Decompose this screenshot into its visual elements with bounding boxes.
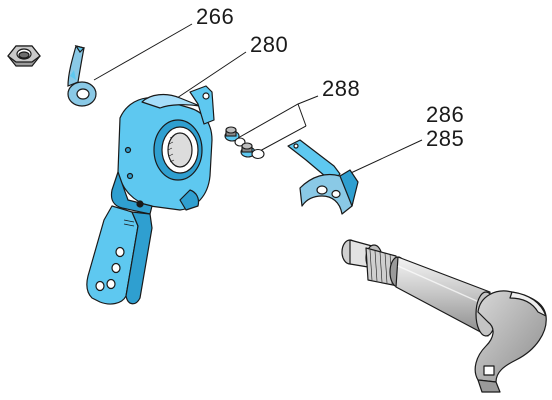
callout-280: 280 bbox=[250, 32, 289, 57]
bolt-washer-icon bbox=[224, 126, 265, 160]
callout-266: 266 bbox=[196, 4, 235, 29]
leader-288 bbox=[237, 95, 319, 139]
callout-285: 285 bbox=[426, 126, 465, 151]
slack-adjuster-icon bbox=[86, 85, 215, 305]
callout-286: 286 bbox=[426, 102, 465, 127]
leader-266 bbox=[93, 23, 193, 81]
leader-288b bbox=[297, 103, 307, 127]
leader-288c bbox=[257, 125, 307, 153]
bracket-plate-icon bbox=[287, 139, 359, 215]
leader-285 bbox=[339, 139, 423, 179]
eye-bolt-icon bbox=[67, 45, 97, 107]
leader-lines bbox=[93, 23, 423, 179]
callout-288: 288 bbox=[322, 76, 361, 101]
hex-nut-icon bbox=[7, 45, 41, 67]
leader-280 bbox=[167, 51, 247, 105]
camshaft-icon bbox=[341, 239, 547, 393]
